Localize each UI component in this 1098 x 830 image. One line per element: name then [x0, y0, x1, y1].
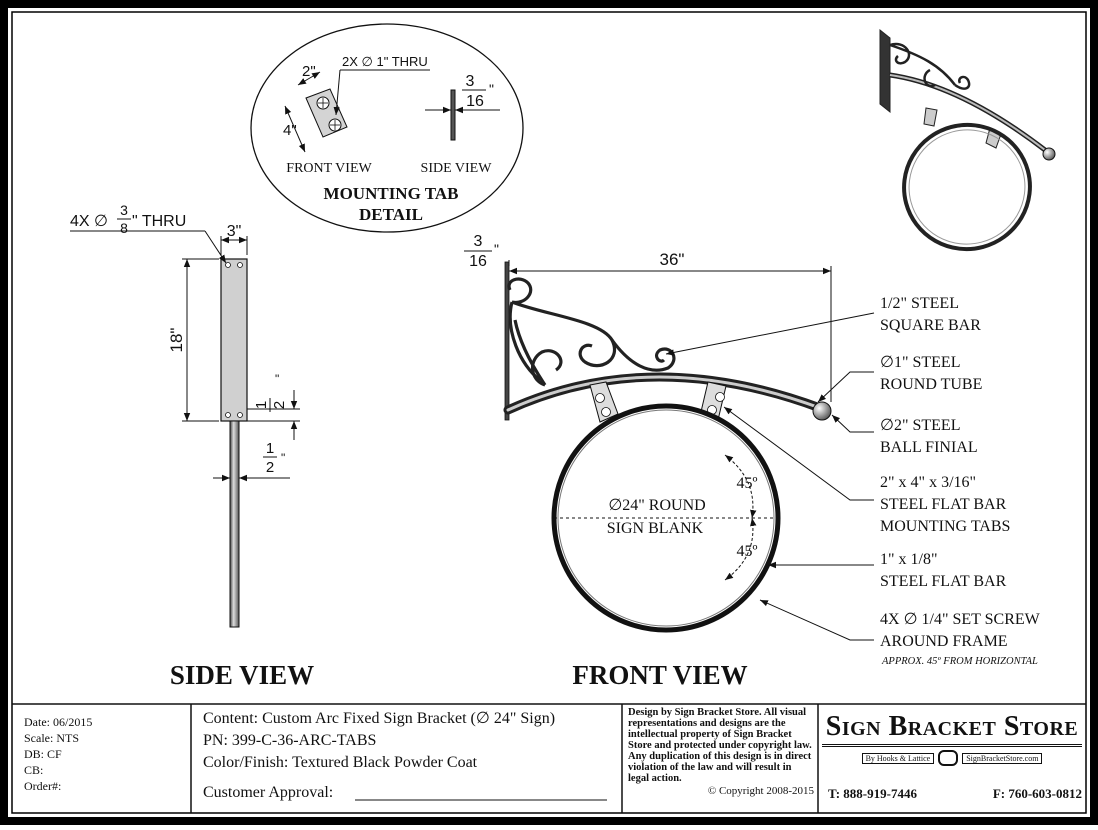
tb-approval: Customer Approval:: [203, 784, 334, 801]
svg-text:": ": [281, 451, 285, 465]
callout-round-tube-1: ∅1" STEEL: [880, 354, 960, 371]
tb-cb: CB:: [24, 763, 44, 777]
sign-blank-label-2: SIGN BLANK: [607, 520, 704, 537]
detail-title-2: DETAIL: [359, 205, 423, 224]
svg-text:3: 3: [474, 233, 483, 250]
tb-date: Date: 06/2015: [24, 715, 93, 729]
callout-round-tube-2: ROUND TUBE: [880, 376, 982, 393]
side-height-dim: 18": [167, 328, 186, 353]
front-length-dim: 36": [660, 250, 685, 269]
svg-text:": ": [494, 241, 499, 257]
callout-tabs-2: STEEL FLAT BAR: [880, 496, 1007, 513]
tb-scale: Scale: NTS: [24, 731, 79, 745]
wall-plate-edge: [504, 261, 510, 421]
side-view-title: SIDE VIEW: [170, 660, 314, 690]
detail-dim-2: 2": [302, 63, 316, 80]
side-holes-note: 4X ∅: [70, 213, 108, 230]
svg-text:16: 16: [469, 253, 487, 270]
callout-set-screw-1: 4X ∅ 1/4" SET SCREW: [880, 611, 1041, 628]
mounting-tab-left: [589, 381, 619, 423]
detail-dim-4: 4": [283, 122, 297, 139]
svg-text:1: 1: [266, 440, 274, 457]
tb-copyright: © Copyright 2008-2015: [707, 785, 814, 797]
callout-ball-finial-1: ∅2" STEEL: [880, 417, 960, 434]
front-view-title: FRONT VIEW: [572, 660, 747, 690]
callout-ball-finial-2: BALL FINIAL: [880, 439, 978, 456]
tb-pn: PN: 399-C-36-ARC-TABS: [203, 732, 377, 749]
angle-bottom: 45º: [737, 543, 758, 560]
scroll-work: [507, 277, 676, 387]
detail-hole-note: 2X ∅ 1" THRU: [342, 54, 428, 69]
callout-flat-bar-2: STEEL FLAT BAR: [880, 573, 1007, 590]
sign-blank: [551, 403, 781, 633]
ball-finial: [812, 401, 832, 421]
tab-front-view: [305, 88, 348, 138]
svg-text:1: 1: [253, 401, 270, 409]
callout-square-bar-1: 1/2" STEEL: [880, 295, 959, 312]
svg-text:" THRU: " THRU: [132, 213, 186, 230]
title-block-frame: [12, 703, 1086, 813]
angle-top: 45º: [737, 475, 758, 492]
tb-notice-text: Design by Sign Bracket Store. All visual…: [628, 707, 812, 784]
callout-square-bar-2: SQUARE BAR: [880, 317, 981, 334]
logo-emblem-icon: [938, 750, 959, 766]
inner-border: [11, 11, 1087, 814]
bracket-arm-side: [229, 420, 240, 628]
logo-contacts: T: 888-919-7446 F: 760-603-0812: [822, 786, 1082, 802]
tab-side-view: [450, 89, 456, 141]
tb-content-line: Content: Custom Arc Fixed Sign Bracket (…: [203, 710, 556, 727]
tb-db: DB: CF: [24, 747, 62, 761]
detail-front-view-label: FRONT VIEW: [286, 161, 372, 176]
logo-wordmark: Sign Bracket Store: [822, 710, 1082, 747]
isometric-view: [879, 28, 1056, 252]
callout-set-screw-3: APPROX. 45º FROM HORIZONTAL: [881, 656, 1038, 667]
wall-plate: [220, 258, 248, 422]
svg-text:2: 2: [266, 459, 274, 476]
tb-fax: F: 760-603-0812: [992, 786, 1082, 801]
title-block-notice: Design by Sign Bracket Store. All visual…: [628, 707, 814, 797]
detail-title-1: MOUNTING TAB: [324, 184, 459, 203]
logo-tagline: By Hooks & Lattice SignBracketStore.com: [822, 750, 1082, 766]
title-block-logo: Sign Bracket Store By Hooks & Lattice Si…: [822, 710, 1082, 802]
tb-order: Order#:: [24, 779, 62, 793]
side-view: 3" 18" 4X ∅ 3 8 " THRU 1 2 " 1 2 ": [70, 202, 300, 628]
callout-flat-bar-1: 1" x 1/8": [880, 551, 938, 568]
callout-tabs-3: MOUNTING TABS: [880, 518, 1010, 535]
svg-text:2: 2: [271, 401, 288, 409]
detail-side-view-label: SIDE VIEW: [421, 161, 493, 176]
svg-text:3: 3: [120, 202, 128, 218]
callout-tabs-1: 2" x 4" x 3/16": [880, 474, 976, 491]
front-view: ∅24" ROUND SIGN BLANK 45º 45º 36" 3 16 ": [464, 233, 832, 633]
svg-text:8: 8: [120, 220, 128, 236]
svg-text:16: 16: [466, 93, 484, 110]
mounting-tab-detail: 2" 4" 2X ∅ 1" THRU 3 16 " FRONT VIEW SID…: [250, 23, 524, 233]
callout-set-screw-2: AROUND FRAME: [880, 633, 1008, 650]
callouts: 1/2" STEEL SQUARE BAR ∅1" STEEL ROUND TU…: [665, 295, 1041, 667]
sign-blank-label-1: ∅24" ROUND: [608, 497, 705, 514]
svg-text:3: 3: [466, 73, 475, 90]
svg-text:": ": [489, 81, 494, 97]
tb-finish: Color/Finish: Textured Black Powder Coat: [203, 754, 478, 771]
title-block-content: Content: Custom Arc Fixed Sign Bracket (…: [203, 708, 618, 804]
side-width-dim: 3": [227, 223, 242, 240]
svg-text:": ": [275, 372, 279, 386]
title-block-left: Date: 06/2015 Scale: NTS DB: CF CB: Orde…: [24, 714, 184, 794]
tb-phone: T: 888-919-7446: [828, 786, 917, 801]
